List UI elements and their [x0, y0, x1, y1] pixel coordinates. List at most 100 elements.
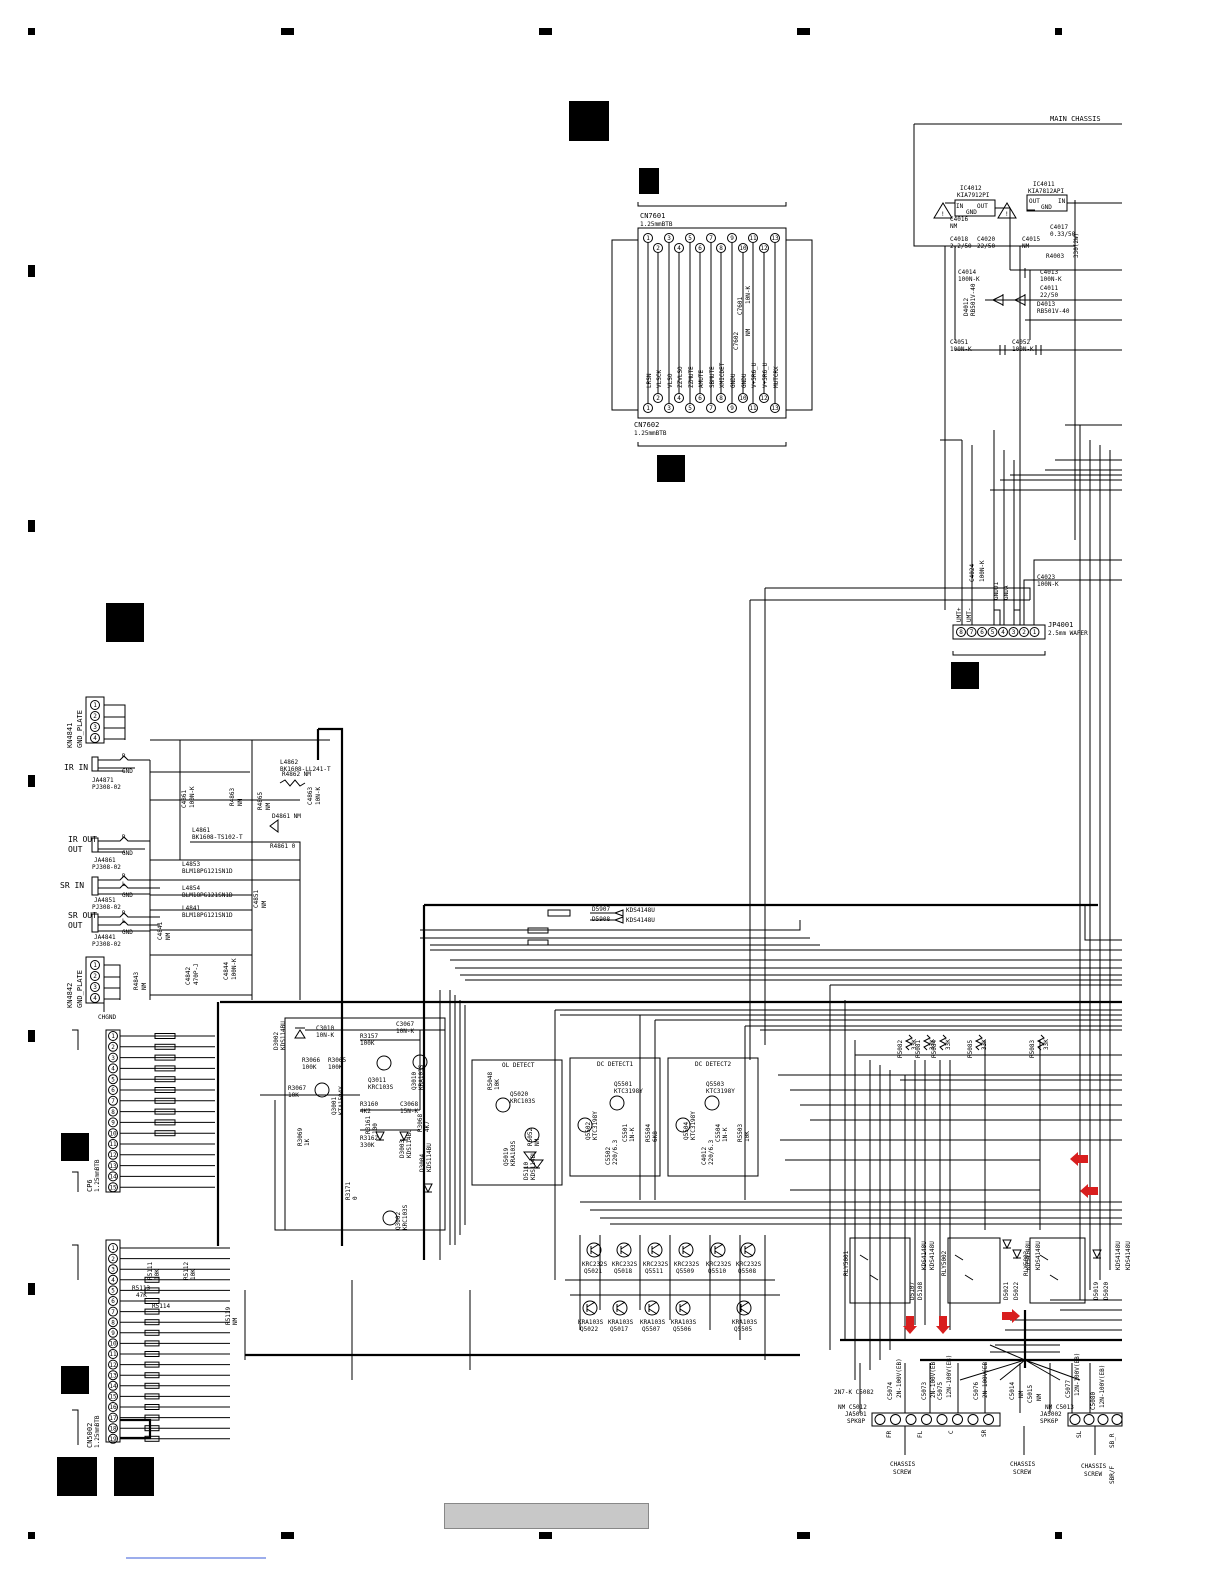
cn7601-cn7602-connector: CN7601 1.25mmBTB CN7602 1.25mmBTB 112233…: [611, 202, 813, 447]
cn76-signal-2: VLSCK: [656, 370, 663, 388]
det-R5504: R5504: [645, 1124, 652, 1142]
dc-detect1-label: DC DETECT1: [597, 1061, 634, 1068]
det-Q5504: Q5504: [683, 1122, 690, 1140]
border-marks: [28, 28, 1062, 1539]
cp6-pin-10-num: 10: [109, 1130, 117, 1137]
driver-top-q5018-val: KRC232S: [612, 1261, 638, 1268]
cp6-pin-9: [108, 1117, 118, 1128]
prot-R3067-val: 10K: [288, 1092, 299, 1099]
svg-text:GND: GND: [122, 892, 133, 899]
prot-Q3011-val: KRC103S: [368, 1084, 394, 1091]
prot-R3066-val: 100K: [302, 1064, 317, 1071]
ja5001-terminal: [967, 1414, 979, 1425]
jp4001-type: 2.5mm WAFER: [1048, 630, 1088, 637]
cn7602-pin-4-num: 4: [677, 395, 681, 402]
jack-section: IR IN R GND JA4871 PJ308-02 IR OUT OUT R…: [60, 727, 344, 1246]
svg-text:OUT: OUT: [68, 845, 83, 854]
cn7602-pin-8: [716, 393, 726, 403]
ir-in-jack-part: PJ308-02: [92, 784, 121, 791]
relay-R5082: R5082: [897, 1040, 904, 1058]
ja5001-label: JA5001: [845, 1411, 867, 1418]
out-fl: FL: [917, 1430, 924, 1438]
cp6-pin-11-num: 11: [109, 1141, 117, 1148]
chassis-screw-3-b: SCREW: [1084, 1471, 1102, 1478]
kn4842-pin-3: [90, 982, 100, 992]
cn5002-pin-11: [108, 1349, 118, 1359]
driver-bot-q5505-val: KRA103S: [732, 1319, 758, 1326]
cn5002-pin-16: [108, 1402, 118, 1412]
cn7602-label: CN7602: [634, 421, 659, 429]
det-C5501-val: 1N-K: [629, 1127, 636, 1142]
prot-R3068: R3068: [417, 1114, 424, 1132]
det-R5503-val: 10K: [744, 1131, 751, 1142]
cp6-pin-3: [108, 1052, 118, 1063]
prot-R3161: R3161: [365, 1116, 372, 1134]
ic4011-part: KIA7812API: [1028, 188, 1065, 195]
relay-diode-d5108: D5108: [917, 1282, 924, 1300]
det-Q5019: Q5019: [503, 1148, 510, 1166]
det-Q5020-val: KRC103S: [510, 1098, 536, 1105]
det-C5504-val: 1N-K: [722, 1127, 729, 1142]
pwr-C4024-val: 100N-K: [979, 560, 986, 582]
out-c: C: [948, 1430, 955, 1434]
cn76-signal-7: SBMUTE: [709, 366, 716, 388]
ja5002-type: SPK6P: [1040, 1418, 1058, 1425]
driver-bot-q5017: [612, 1300, 628, 1316]
ir-R4865-val: NM: [265, 802, 272, 810]
cn7602-pin-1: [643, 403, 653, 413]
ir-C4844-val: 100N-K: [231, 958, 238, 980]
relay-cap-c5080-val: 12N-100V(EB): [1099, 1365, 1106, 1408]
pwr-C4016-val: NM: [950, 223, 958, 230]
jp4001-pin-2: [1019, 627, 1029, 637]
prot-D3004-val: KDS114BU: [426, 1143, 433, 1172]
pwr-R4003-val: 330(2W): [1073, 233, 1080, 258]
kn4841-pin-2-num: 2: [93, 713, 97, 720]
cn7601-pin-6: [695, 243, 705, 253]
kn4842-label: KN4842: [66, 983, 74, 1008]
cp6-pin-1-num: 1: [111, 1033, 115, 1040]
pwr-D4013-val: RB501V-40: [1037, 308, 1070, 315]
det-R5048: R5048: [487, 1072, 494, 1090]
pwr-D4012: D4012: [963, 298, 970, 316]
relay-diode-d5019: D5019: [1093, 1282, 1100, 1300]
ja5001-terminal: [952, 1414, 963, 1425]
det-R5052-val: NM: [534, 1138, 541, 1146]
svg-text:GND: GND: [1041, 204, 1052, 211]
cp6-pin-15: [108, 1182, 118, 1193]
cn5002-pin-19: [108, 1433, 118, 1444]
cn7601-pin-13-num: 13: [771, 235, 779, 242]
pwr-C4020-val: 22/50: [977, 243, 995, 250]
cn5002-R5111: R5111: [147, 1262, 154, 1280]
pwr-C4015: C4015: [1022, 236, 1040, 243]
ir-C4861-val: 100N-K: [189, 786, 196, 808]
det-Q5504-val: KTC3198Y: [690, 1111, 697, 1140]
relay-cap-c5075-val: 12N-100V(EB): [946, 1355, 953, 1398]
cn5002-pin-14-num: 14: [109, 1383, 117, 1390]
svg-text:IN: IN: [956, 203, 964, 210]
driver-bot-q5022: [582, 1300, 598, 1316]
relay-R5081-val: 33K: [929, 1039, 936, 1050]
det-C5502-val: 220/6.3: [612, 1139, 619, 1165]
ja5001-terminal: [905, 1414, 917, 1425]
driver-top-q5511: [647, 1242, 663, 1258]
kn4842-pin-1-num: 1: [93, 962, 97, 969]
cn7602-pin-11-num: 11: [749, 405, 757, 412]
driver-top-q5509: [678, 1242, 694, 1258]
det-C5502: C5502: [605, 1147, 612, 1165]
prot-Q3001: Q3001: [331, 1097, 338, 1115]
ir-in-jack-ref: JA4871: [92, 777, 114, 784]
driver-top-q5018-ref: Q5018: [614, 1268, 632, 1275]
cn5002-pin-3-num: 3: [111, 1266, 115, 1273]
cp6-pin-1: [108, 1031, 118, 1041]
cn7601-pin-12-num: 12: [760, 245, 768, 252]
relay-cap-c5014: C5014: [1009, 1382, 1016, 1400]
diode-d5908: D5908: [592, 916, 610, 923]
prot-R3065: R3065: [328, 1057, 346, 1064]
cp6-pin-7-num: 7: [111, 1098, 115, 1105]
relay-diode-d5021: D5021: [1003, 1282, 1010, 1300]
